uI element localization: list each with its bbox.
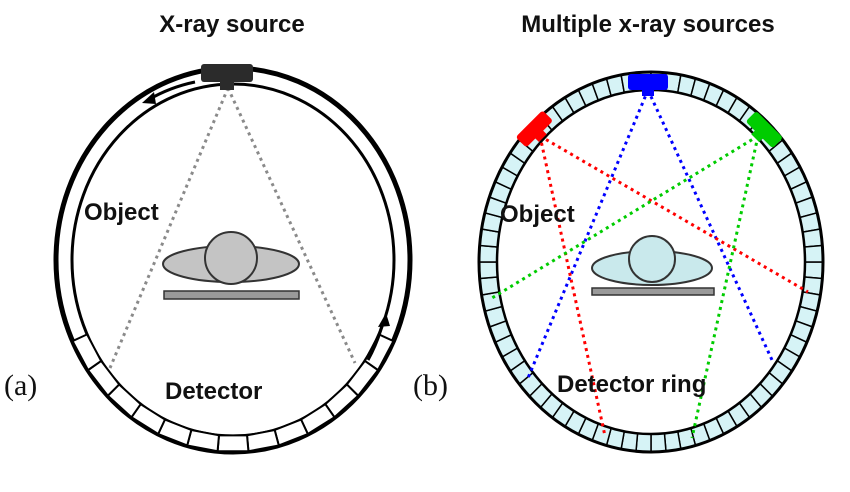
rotation-arrow-right-head [378,313,390,327]
beams-red [538,134,809,437]
detector-ring-element [650,432,667,453]
panel-b: Multiple x-ray sources [413,11,825,454]
detector-label: Detector [165,378,262,405]
xray-beam-left [108,87,230,369]
detector-element [71,333,103,372]
detector-ring-element [803,261,824,280]
detector-ring-element [635,432,652,453]
panel-b-title: Multiple x-ray sources [521,11,774,38]
detector-ring-element [803,244,824,263]
object-label-a: Object [84,199,159,226]
detector-array [71,333,395,453]
xray-beam-right [226,87,357,364]
object-label-b: Object [500,201,575,228]
beams-blue [526,89,774,379]
detector-element [216,434,250,453]
detector-ring-element [478,244,499,263]
panel-label-a: (a) [4,369,37,402]
xray-source [201,64,253,82]
panel-label-b: (b) [413,369,448,402]
patient-table-b [591,287,715,296]
object-phantom-b [591,235,715,296]
xray-source-blue [628,74,668,96]
detector-ring-label: Detector ring [557,371,706,398]
patient-table [163,290,300,300]
object-phantom [162,231,300,300]
xray-source-red [516,111,552,147]
xray-source-green [746,112,782,148]
beams-green [491,134,760,439]
rotation-arrow-top-head [142,92,156,104]
detector-ring-element [478,261,499,280]
panel-a-title: X-ray source [159,11,304,38]
xray-source-nozzle [220,82,234,90]
detector-ring-outer [477,70,825,454]
panel-a: X-ray source Object Detector (a) [4,11,413,455]
